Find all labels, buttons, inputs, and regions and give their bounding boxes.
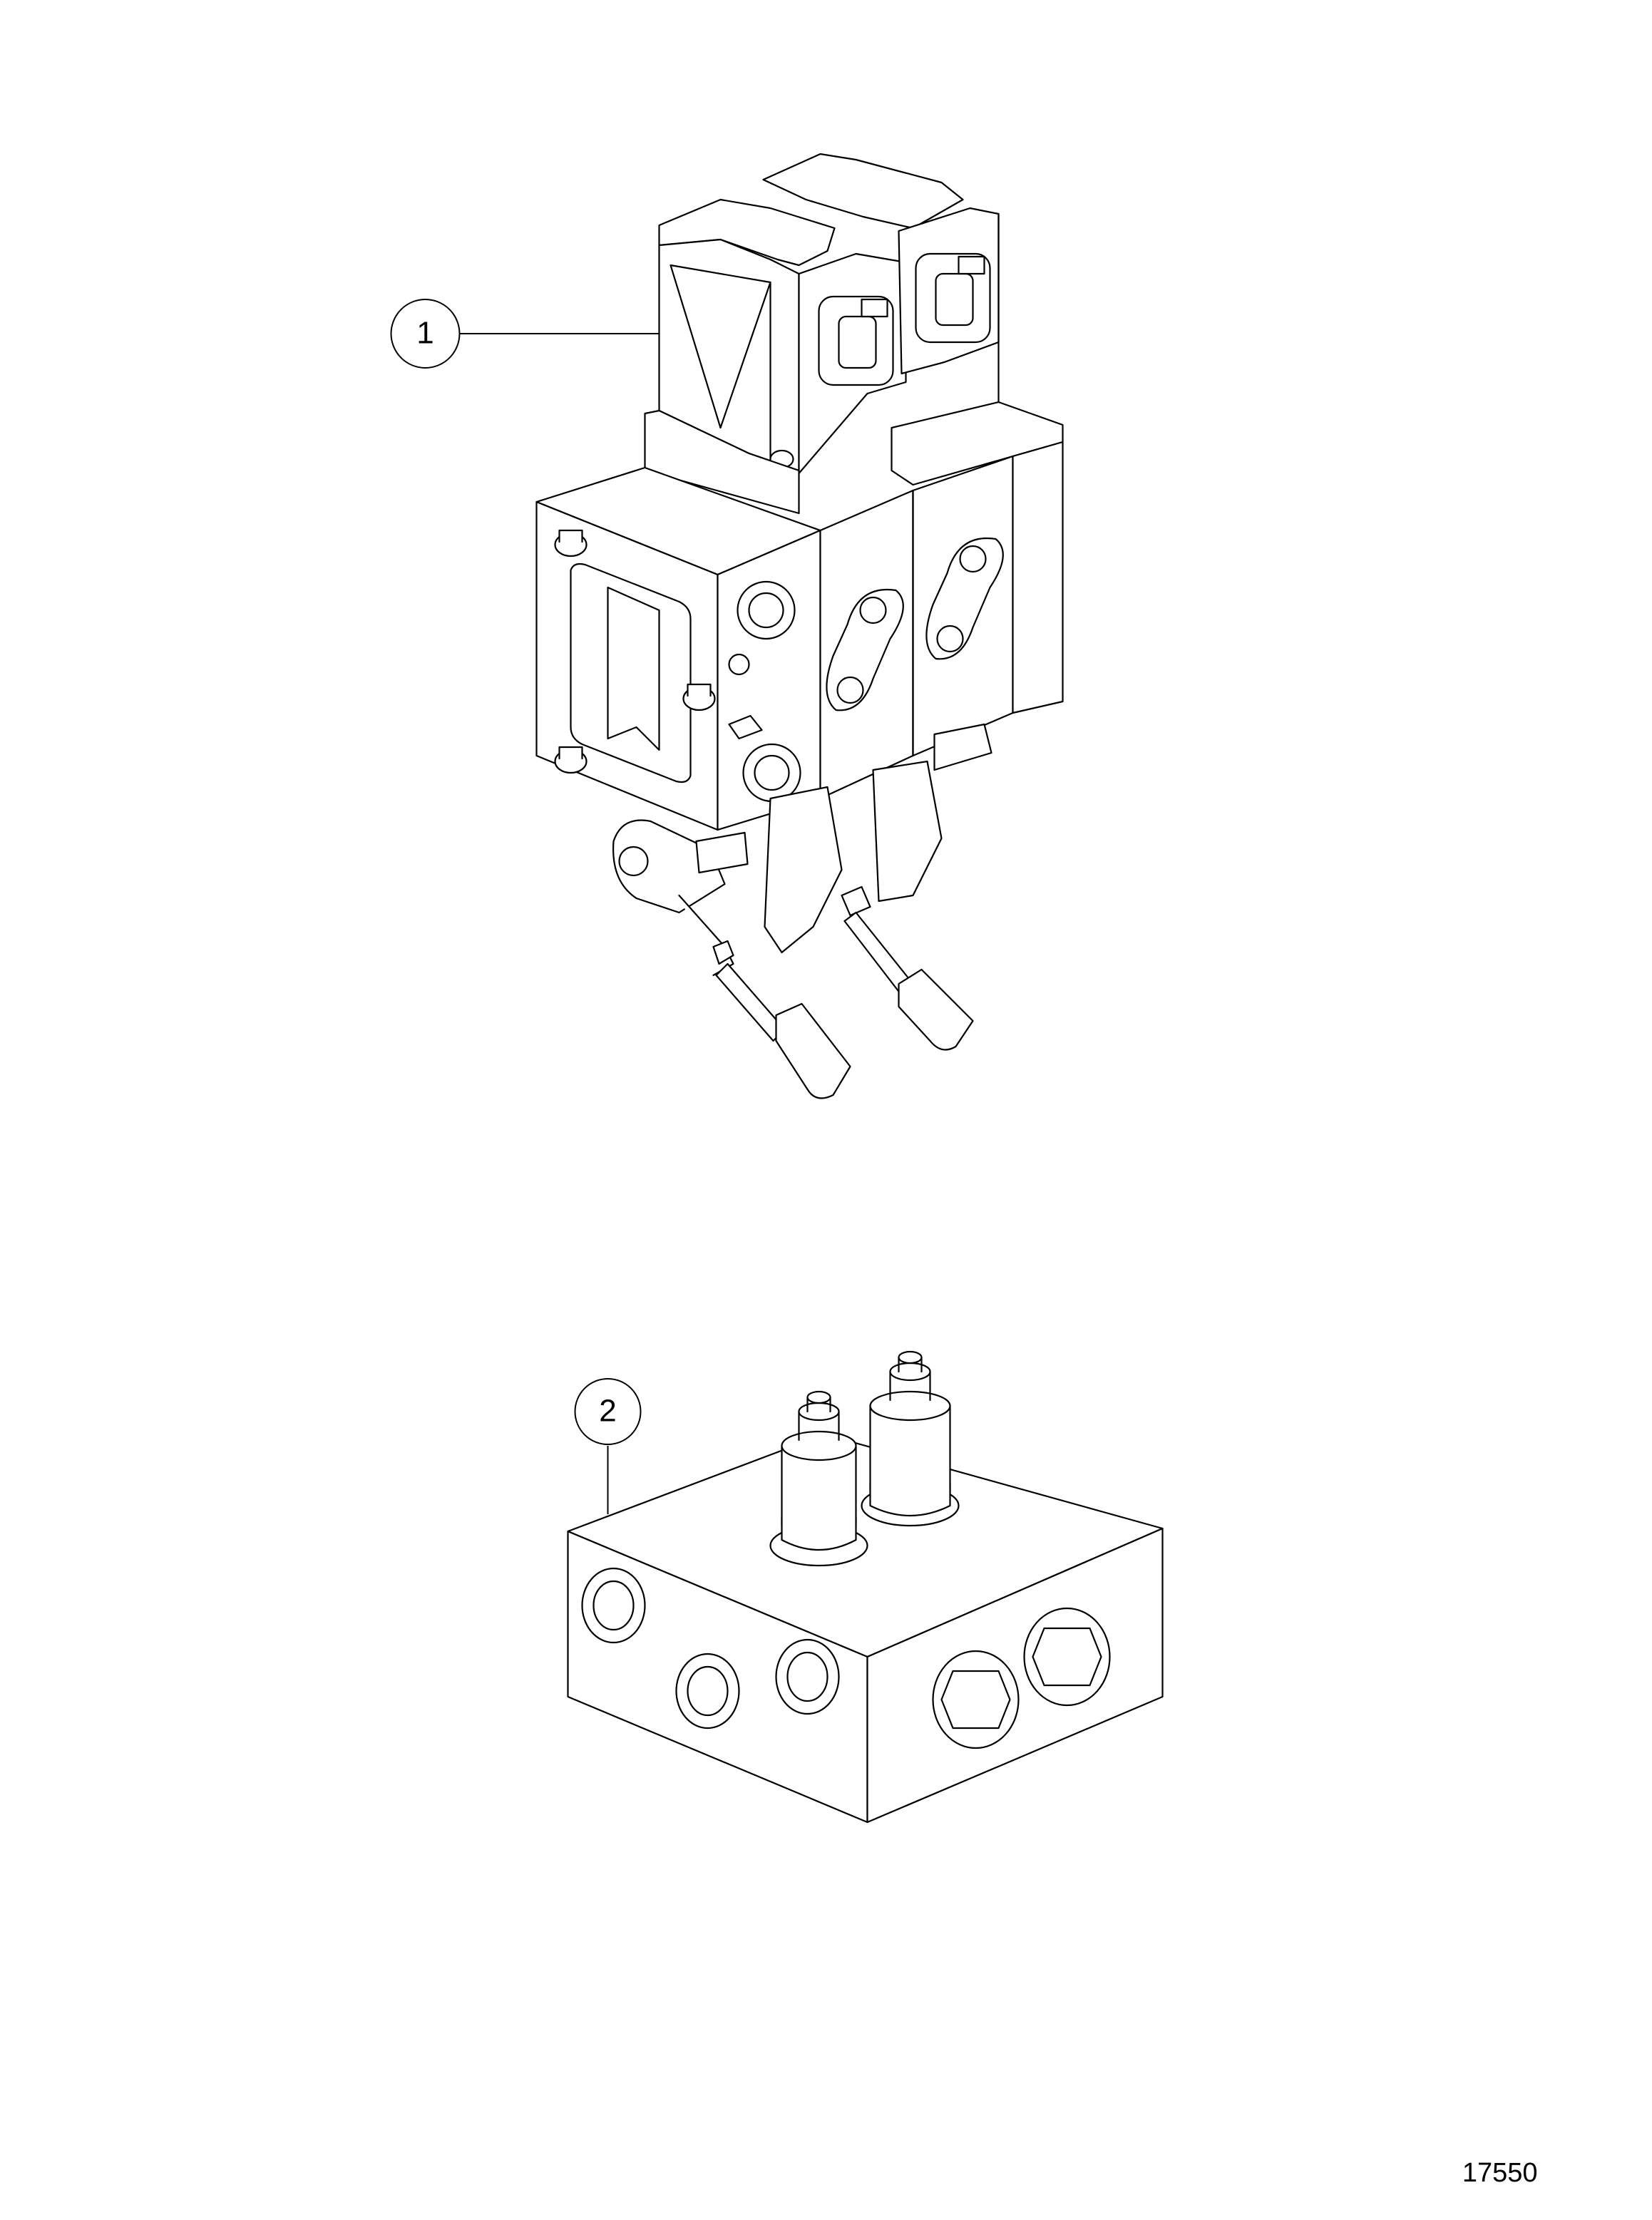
bolt <box>555 747 587 773</box>
callout-1: 1 <box>391 299 660 368</box>
callout-circle <box>575 1379 641 1444</box>
callout-2: 2 <box>575 1379 641 1514</box>
flange-plate <box>926 538 1002 659</box>
control-valve-assembly <box>537 154 1063 1099</box>
figure-number: 17550 <box>1462 2158 1538 2188</box>
bolt <box>684 684 715 710</box>
valve-block <box>568 1352 1163 1822</box>
callout-number: 2 <box>599 1394 616 1429</box>
callout-circle <box>391 299 460 368</box>
callout-number: 1 <box>416 316 433 351</box>
bolt <box>555 530 587 556</box>
flange-plate <box>826 590 903 710</box>
